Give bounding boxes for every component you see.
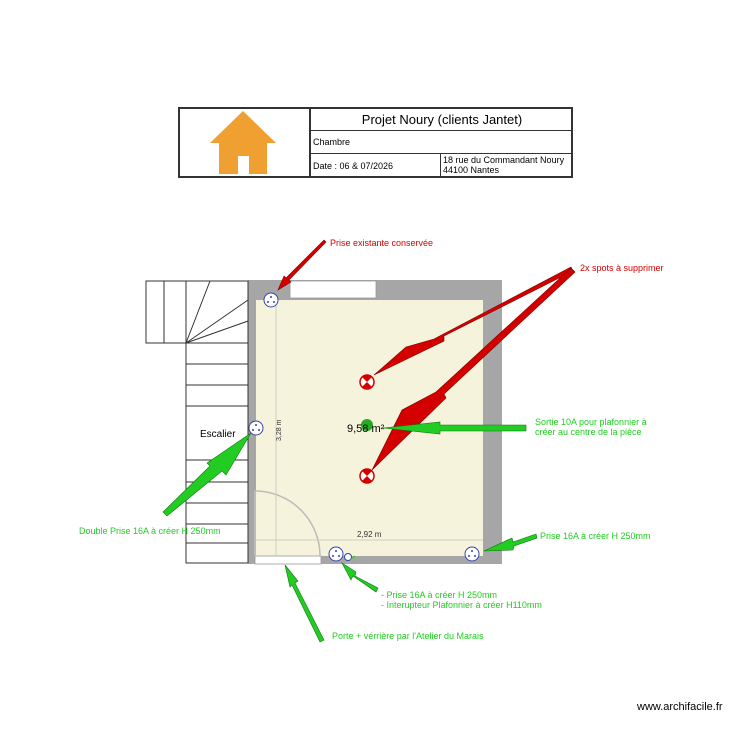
outlet-icon-right — [464, 546, 480, 562]
spot-icon-top — [359, 374, 375, 390]
title-block-divider-v2 — [440, 153, 441, 177]
red-arrows — [277, 239, 576, 471]
title-block — [178, 107, 573, 178]
annotation-spots-remove: 2x spots à supprimer — [580, 263, 664, 273]
stair-label: Escalier — [200, 429, 236, 440]
outlet-icon-existing — [263, 292, 279, 308]
title-block-divider-h2 — [309, 153, 573, 154]
annotation-door: Porte + vérrière par l'Atelier du Marais — [332, 631, 484, 641]
title-block-divider-v — [309, 107, 311, 178]
watermark: www.archifacile.fr — [637, 701, 723, 713]
annotation-outlet-bottom-1: - Prise 16A à créer H 250mm — [381, 590, 498, 600]
width-dimension: 2,92 m — [357, 530, 382, 539]
annotation-existing-outlet: Prise existante conservée — [330, 238, 434, 248]
address-line-1: 18 rue du Commandant Noury — [443, 155, 565, 165]
dimension-lines — [256, 300, 483, 556]
outlet-icon-bottom — [328, 546, 344, 562]
room-name: Chambre — [313, 137, 351, 147]
address-line-2: 44100 Nantes — [443, 165, 500, 175]
room-area: 9,58 m² — [347, 423, 385, 435]
annotation-ceiling-outlet-1: Sortie 10A pour plafonnier à — [535, 417, 647, 427]
title-block-divider-h1 — [309, 130, 573, 131]
annotation-ceiling-outlet-2: créer au centre de la pièce — [535, 427, 642, 437]
annotation-outlet-bottom-2: - Interupteur Plafonnier à créer H110mm — [381, 600, 542, 610]
height-dimension: 3,28 m — [276, 419, 283, 441]
spot-icon-bottom — [359, 468, 375, 484]
house-logo-icon — [210, 111, 276, 174]
green-arrows — [162, 421, 538, 643]
door-swing — [254, 490, 321, 557]
staircase — [145, 280, 249, 564]
project-date: Date : 06 & 07/2026 — [313, 161, 394, 171]
outlet-icon-double — [248, 420, 264, 436]
door-opening — [254, 555, 322, 565]
window-top — [289, 280, 377, 299]
annotation-double-outlet: Double Prise 16A à créer H 250mm — [79, 526, 221, 536]
project-title: Projet Noury (clients Jantet) — [361, 112, 523, 127]
switch-icon — [344, 553, 352, 561]
ceiling-outlet-icon — [361, 419, 373, 431]
annotation-outlet-right: Prise 16A à créer H 250mm — [540, 531, 651, 541]
